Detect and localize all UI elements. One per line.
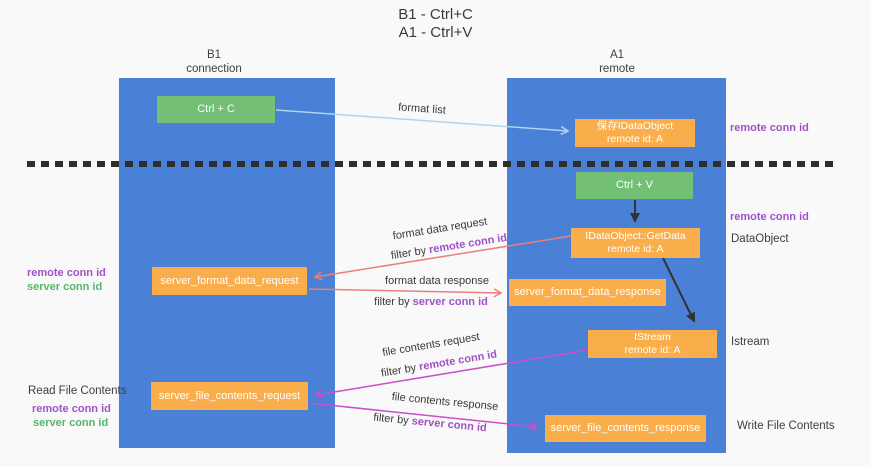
server-file-contents-request-label: server_file_contents_request bbox=[158, 389, 301, 402]
server-format-data-response-node: server_format_data_response bbox=[509, 279, 666, 306]
istream-side-label: Istream bbox=[731, 336, 770, 348]
read-file-contents-label: Read File Contents bbox=[28, 385, 127, 397]
format-data-response-label: format data response bbox=[385, 275, 489, 287]
remote-conn-id-highlight: remote conn id bbox=[418, 348, 498, 374]
istream-line1: IStream bbox=[634, 331, 671, 343]
filter-by-server-conn-id-label-1: filter by server conn id bbox=[374, 296, 488, 308]
remote-conn-id-left-label-2: remote conn id bbox=[32, 403, 111, 415]
filter-by-text: filter by bbox=[380, 361, 418, 380]
idataobject-getdata-node: IDataObject::GetData remote id: A bbox=[571, 228, 700, 258]
write-file-contents-label: Write File Contents bbox=[737, 420, 835, 432]
save-idataobject-node: 保存IDataObject remote id: A bbox=[575, 119, 695, 147]
remote-conn-id-highlight: remote conn id bbox=[428, 231, 508, 257]
file-contents-response-label: file contents response bbox=[391, 390, 499, 414]
lane-header-a1: A1 remote bbox=[527, 48, 707, 76]
lane-b1-name: B1 bbox=[206, 49, 222, 61]
diagram-title-line2: A1 - Ctrl+V bbox=[398, 24, 473, 41]
istream-node: IStream remote id: A bbox=[588, 330, 717, 358]
save-idataobject-line1: 保存IDataObject bbox=[596, 120, 674, 132]
server-file-contents-response-label: server_file_contents_response bbox=[550, 422, 701, 434]
lane-header-b1: B1 connection bbox=[124, 48, 304, 76]
server-file-contents-request-node: server_file_contents_request bbox=[151, 382, 308, 410]
copy-paste-divider-dashed-line bbox=[27, 161, 838, 167]
lane-a1-subtitle: remote bbox=[599, 63, 635, 75]
ctrl-c-label: Ctrl + C bbox=[197, 103, 235, 115]
remote-conn-id-left-label-1: remote conn id bbox=[27, 267, 106, 279]
format-list-label: format list bbox=[397, 101, 447, 117]
save-idataobject-line2: remote id: A bbox=[606, 133, 664, 145]
server-format-data-request-label: server_format_data_request bbox=[160, 274, 299, 287]
ctrl-v-label: Ctrl + V bbox=[616, 179, 653, 191]
server-conn-id-left-label-2: server conn id bbox=[33, 417, 109, 429]
remote-conn-id-side-label-middle: remote conn id bbox=[730, 211, 809, 223]
remote-conn-id-side-label-top: remote conn id bbox=[730, 122, 809, 134]
filter-by-text: filter by bbox=[372, 411, 410, 427]
server-file-contents-response-node: server_file_contents_response bbox=[545, 415, 706, 442]
ctrl-c-node: Ctrl + C bbox=[157, 96, 275, 123]
dataobject-side-label: DataObject bbox=[731, 233, 789, 245]
server-conn-id-highlight: server conn id bbox=[412, 296, 488, 308]
lane-b1-subtitle: connection bbox=[186, 63, 242, 75]
format-data-response-arrow bbox=[308, 288, 503, 298]
getdata-line2: remote id: A bbox=[607, 243, 664, 255]
ctrl-v-node: Ctrl + V bbox=[576, 172, 693, 199]
lane-a1-name: A1 bbox=[609, 49, 625, 61]
server-conn-id-left-label-1: server conn id bbox=[27, 281, 103, 293]
filter-by-server-conn-id-label-2: filter by server conn id bbox=[373, 412, 487, 435]
getdata-line1: IDataObject::GetData bbox=[585, 230, 686, 242]
server-conn-id-highlight: server conn id bbox=[411, 415, 488, 435]
filter-by-text: filter by bbox=[374, 296, 410, 308]
server-format-data-request-node: server_format_data_request bbox=[152, 267, 307, 295]
server-format-data-response-label: server_format_data_response bbox=[514, 286, 661, 298]
filter-by-text: filter by bbox=[390, 244, 428, 263]
istream-line2: remote id: A bbox=[624, 344, 681, 356]
diagram-title-line1: B1 - Ctrl+C bbox=[398, 6, 473, 23]
